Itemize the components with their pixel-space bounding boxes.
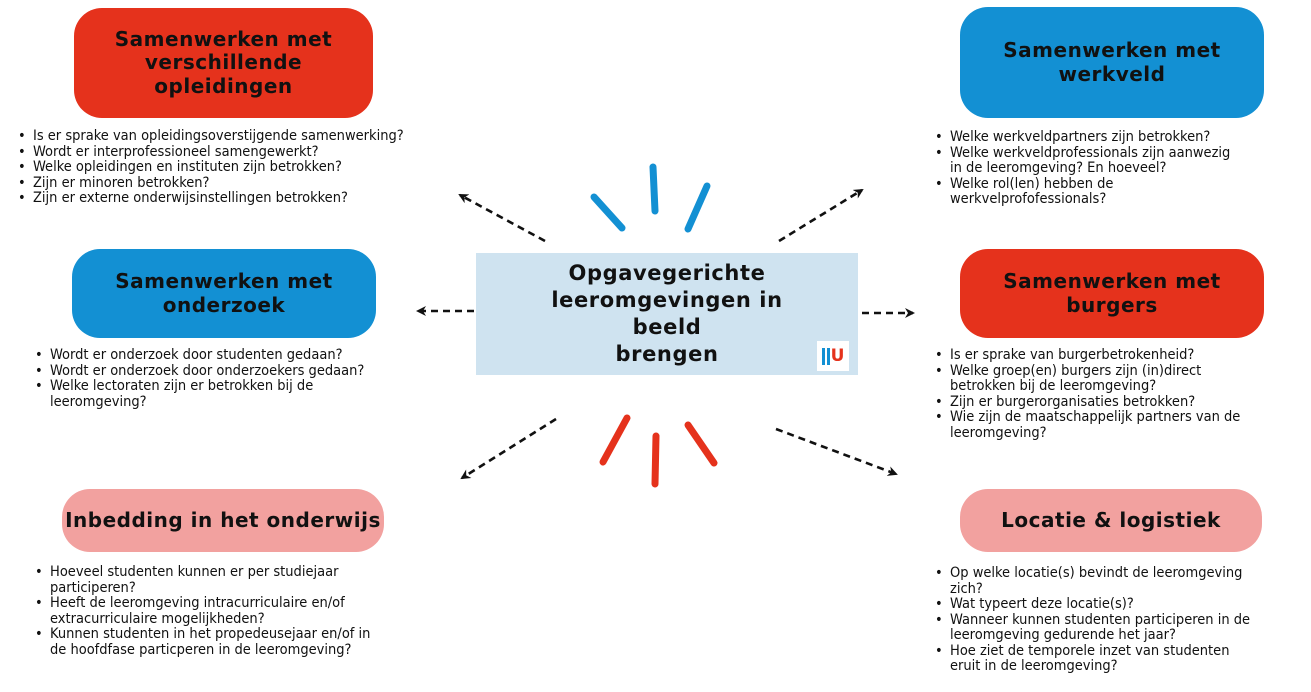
- werkveld-title: Samenwerken met werkveld: [1003, 37, 1221, 86]
- question-item: Welke rol(len) hebben dewerkvelprofofess…: [935, 175, 1311, 208]
- title-line: verschillende: [144, 50, 303, 75]
- title-line: Samenwerken met: [1003, 37, 1221, 62]
- blue-stroke-3: [684, 182, 711, 233]
- question-item: Welke opleidingen en instituten zijn bet…: [18, 159, 553, 176]
- question-line: de hoofdfase particperen in de leeromgev…: [50, 641, 352, 658]
- question-line: Hoeveel studenten kunnen er per studieja…: [50, 564, 339, 580]
- question-item: Zijn er externe onderwijsinstellingen be…: [18, 190, 553, 207]
- question-item: Zijn er minoren betrokken?: [18, 175, 553, 192]
- question-line: eruit in de leeromgeving?: [950, 658, 1118, 674]
- question-line: zich?: [950, 580, 983, 597]
- locatie-questions: Op welke locatie(s) bevindt de leeromgev…: [933, 565, 1311, 675]
- question-item: Wordt er interprofessioneel samengewerkt…: [18, 144, 553, 161]
- question-line: Welke lectoraten zijn er betrokken bij d…: [50, 378, 314, 394]
- question-line: Welke werkveldprofessionals zijn aanwezi…: [950, 144, 1231, 161]
- arrow-to-onderwijs: [460, 417, 557, 480]
- question-line: Hoe ziet de temporele inzet van studente…: [950, 642, 1230, 659]
- arrow-to-werkveld: [778, 188, 864, 243]
- question-line: Welke rol(len) hebben de: [950, 175, 1114, 192]
- question-line: participeren?: [50, 579, 136, 596]
- title-line: werkveld: [1058, 61, 1166, 86]
- question-item: Heeft de leeromgeving intracurriculaire …: [35, 595, 490, 627]
- question-item: Zijn er burgerorganisaties betrokken?: [935, 393, 1311, 411]
- logo-letter: U: [830, 346, 845, 366]
- title-line: Samenwerken met: [114, 26, 333, 51]
- question-line: Wordt er onderzoek door studenten gedaan…: [50, 347, 343, 363]
- opleidingen-title: Samenwerken met verschillende opleidinge…: [114, 26, 333, 99]
- question-item: Op welke locatie(s) bevindt de leeromgev…: [935, 565, 1311, 597]
- question-item: Wordt er onderzoek door studenten gedaan…: [35, 347, 480, 364]
- question-line: Wanneer kunnen studenten participeren in…: [950, 611, 1251, 628]
- question-line: Wat typeert deze locatie(s)?: [950, 596, 1134, 612]
- question-line: Zijn er burgerorganisaties betrokken?: [950, 393, 1196, 410]
- werkveld-box: Samenwerken met werkveld: [960, 7, 1264, 118]
- title-line: Samenwerken met: [1003, 268, 1221, 293]
- onderzoek-questions: Wordt er onderzoek door studenten gedaan…: [33, 347, 480, 410]
- question-item: Welke lectoraten zijn er betrokken bij d…: [35, 378, 480, 410]
- question-item: Hoeveel studenten kunnen er per studieja…: [35, 564, 490, 596]
- arrow-to-opleidingen: [458, 193, 546, 243]
- hu-logo: U: [817, 341, 849, 371]
- opleidingen-questions: Is er sprake van opleidingsoverstijgende…: [16, 128, 553, 207]
- title-line: opleidingen: [154, 73, 293, 98]
- locatie-box: Locatie & logistiek: [960, 489, 1262, 552]
- question-item: Hoe ziet de temporele inzet van studente…: [935, 642, 1311, 675]
- question-item: Welke werkveldpartners zijn betrokken?: [935, 129, 1311, 146]
- question-line: leeromgeving?: [50, 393, 147, 410]
- question-line: Is er sprake van burgerbetrokenheid?: [950, 347, 1195, 363]
- question-item: Wanneer kunnen studenten participeren in…: [935, 611, 1311, 644]
- question-item: Wordt er onderzoek door onderzoekers ged…: [35, 362, 480, 380]
- red-stroke-2: [651, 432, 660, 488]
- title-line: onderzoek: [162, 292, 286, 317]
- question-line: Welke werkveldpartners zijn betrokken?: [950, 129, 1211, 145]
- burgers-title: Samenwerken met burgers: [1003, 268, 1221, 317]
- question-item: Welke groep(en) burgers zijn (in)directb…: [935, 362, 1311, 395]
- question-line: betrokken bij de leeromgeving?: [950, 378, 1157, 394]
- question-item: Wie zijn de maatschappelijk partners van…: [935, 409, 1311, 441]
- burgers-questions: Is er sprake van burgerbetrokenheid? Wel…: [933, 347, 1311, 441]
- question-line: Op welke locatie(s) bevindt de leeromgev…: [950, 565, 1243, 581]
- central-topic-box: Opgavegerichte leeromgevingen in beeld b…: [476, 253, 858, 375]
- red-stroke-1: [599, 414, 631, 466]
- onderzoek-box: Samenwerken met onderzoek: [72, 249, 376, 338]
- red-stroke-3: [684, 421, 718, 467]
- title-line: Samenwerken met: [115, 268, 333, 293]
- blue-stroke-1: [590, 193, 626, 232]
- question-item: Wat typeert deze locatie(s)?: [935, 596, 1311, 613]
- burgers-box: Samenwerken met burgers: [960, 249, 1264, 338]
- question-item: Welke werkveldprofessionals zijn aanwezi…: [935, 144, 1311, 177]
- arrow-to-locatie: [775, 427, 898, 476]
- werkveld-questions: Welke werkveldpartners zijn betrokken? W…: [933, 129, 1311, 208]
- question-line: werkvelprofofessionals?: [950, 191, 1107, 207]
- question-line: Heeft de leeromgeving intracurriculaire …: [50, 595, 345, 611]
- blue-stroke-2: [649, 163, 659, 215]
- question-line: extracurriculaire mogelijkheden?: [50, 610, 265, 627]
- onderwijs-box: Inbedding in het onderwijs: [62, 489, 384, 552]
- locatie-title: Locatie & logistiek: [1001, 507, 1221, 532]
- question-line: Wordt er onderzoek door onderzoekers ged…: [50, 362, 365, 379]
- question-item: Is er sprake van opleidingsoverstijgende…: [18, 128, 553, 145]
- central-topic-title: Opgavegerichte leeromgevingen in beeld b…: [522, 260, 812, 368]
- onderwijs-title: Inbedding in het onderwijs: [65, 507, 381, 532]
- question-line: Welke groep(en) burgers zijn (in)direct: [950, 362, 1202, 379]
- central-title-line: brengen: [615, 342, 719, 366]
- central-title-line: Opgavegerichte: [568, 261, 766, 285]
- question-line: leeromgeving?: [950, 424, 1047, 441]
- onderwijs-questions: Hoeveel studenten kunnen er per studieja…: [33, 564, 490, 658]
- question-item: Is er sprake van burgerbetrokenheid?: [935, 347, 1311, 364]
- question-line: in de leeromgeving? En hoeveel?: [950, 160, 1167, 176]
- title-line: burgers: [1066, 292, 1158, 317]
- onderzoek-title: Samenwerken met onderzoek: [115, 268, 333, 317]
- logo-bars: [821, 347, 830, 365]
- question-line: leeromgeving gedurende het jaar?: [950, 627, 1176, 643]
- question-line: Wie zijn de maatschappelijk partners van…: [950, 409, 1241, 425]
- opleidingen-box: Samenwerken met verschillende opleidinge…: [74, 8, 373, 118]
- question-line: Kunnen studenten in het propedeusejaar e…: [50, 626, 371, 642]
- central-title-line: leeromgevingen in beeld: [551, 288, 783, 339]
- question-item: Kunnen studenten in het propedeusejaar e…: [35, 626, 490, 658]
